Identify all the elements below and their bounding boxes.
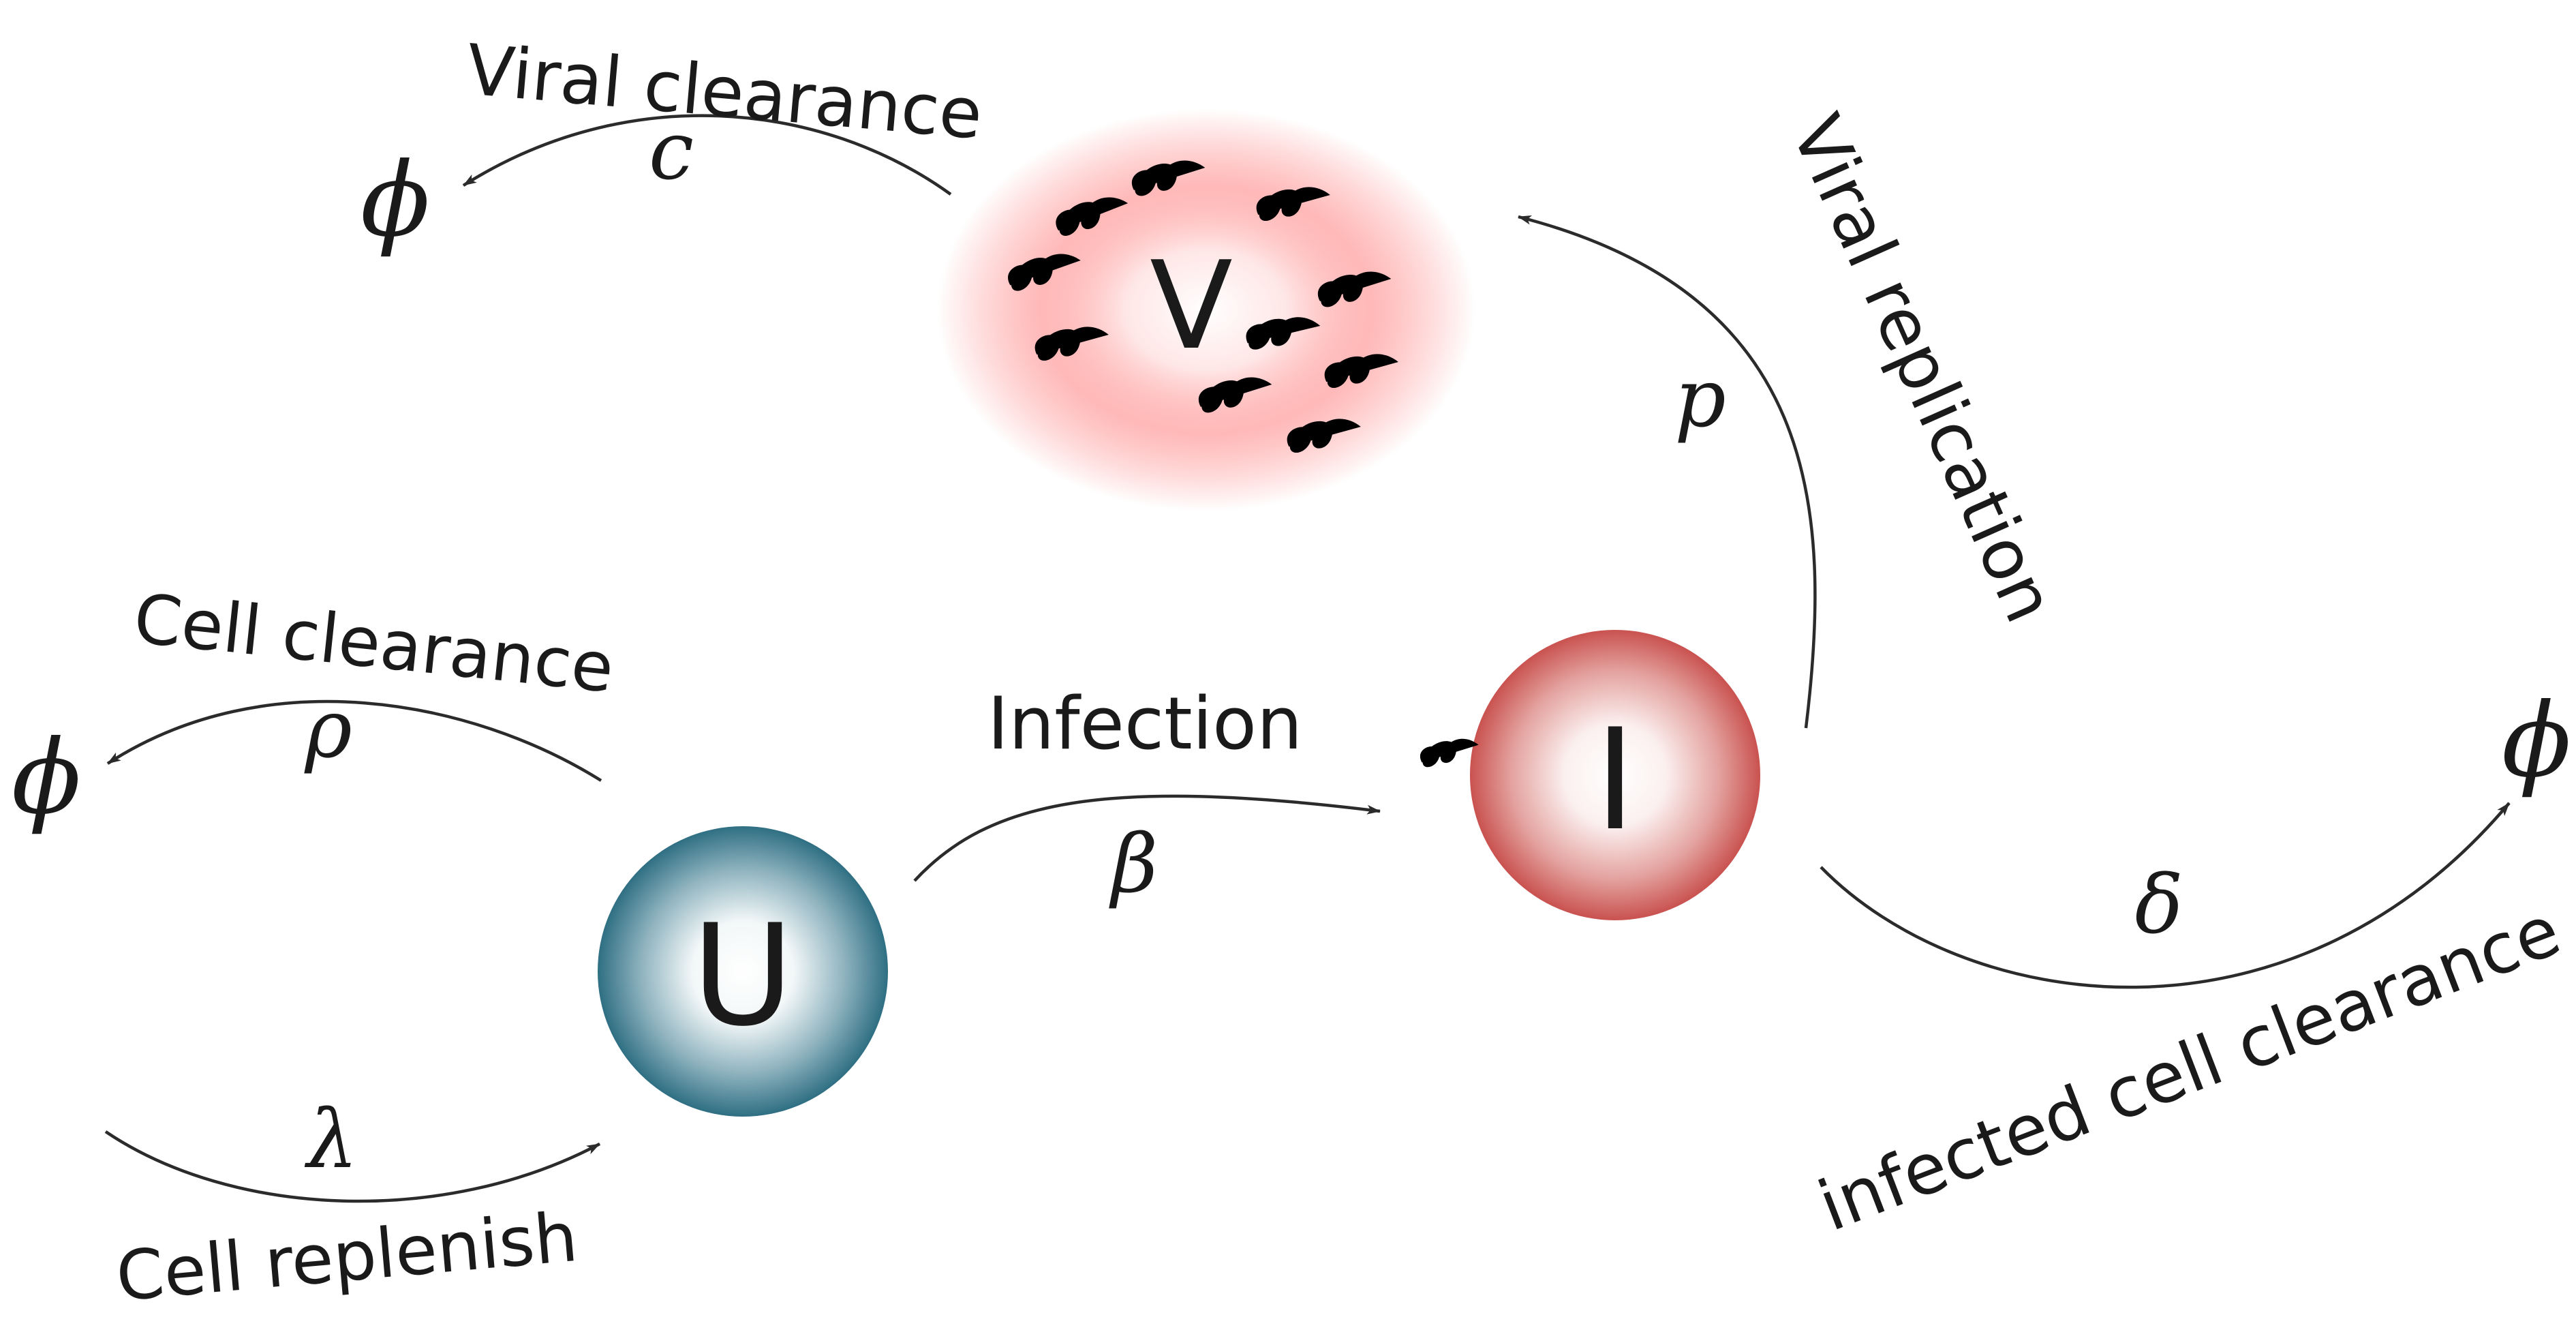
viral-clearance-sink-symbol: ϕ [361,141,430,260]
infected-cell-clearance-sink-symbol: ϕ [2502,682,2571,800]
cell-clearance-label: Cell clearance [130,579,617,708]
infected-cell-clearance-arrow [1820,802,2511,989]
cell-clearance-sink-symbol: ϕ [12,719,81,837]
infected-cell-circle [1470,630,1760,920]
infected-cell-letter: I [1595,699,1636,862]
cell-replenish-process: λ Cell replenish [104,1092,601,1317]
cell-replenish-rate: λ [305,1092,358,1186]
uninfected-cell-letter: U [692,895,794,1057]
infection-label: Infection [987,682,1302,766]
infected-cell-clearance-process: infected cell clearance δ ϕ [1808,682,2571,1248]
cell-replenish-arrow [104,1130,601,1203]
infection-rate: β [1109,817,1158,911]
viral-replication-rate: p [1674,351,1726,445]
viral-clearance-label: Viral clearance [463,29,985,155]
infected-cell-clearance-label: infected cell clearance [1808,890,2571,1248]
uninfected-cell-circle [598,826,888,1117]
virus-letter: V [1150,235,1233,376]
infected-cell-clearance-rate: δ [2134,858,2183,952]
viral-replication-label: Viral replication [1775,104,2071,634]
infection-arrow [913,794,1381,882]
infection-process: Infection β [913,682,1381,911]
viral-clearance-process: Viral clearance c ϕ [361,29,985,260]
cell-clearance-process: Cell clearance ρ ϕ [12,579,617,837]
uninfected-cell-node: U [598,826,888,1117]
infected-cell-node: I [1418,630,1760,920]
cell-clearance-arrow [106,699,602,782]
viral-clearance-arrow [462,114,952,196]
cell-replenish-label: Cell replenish [113,1197,581,1317]
viral-clearance-rate: c [649,104,694,198]
virus-node: V [937,109,1475,511]
viral-replication-arrow [1518,215,1817,729]
cell-clearance-rate: ρ [303,682,352,776]
